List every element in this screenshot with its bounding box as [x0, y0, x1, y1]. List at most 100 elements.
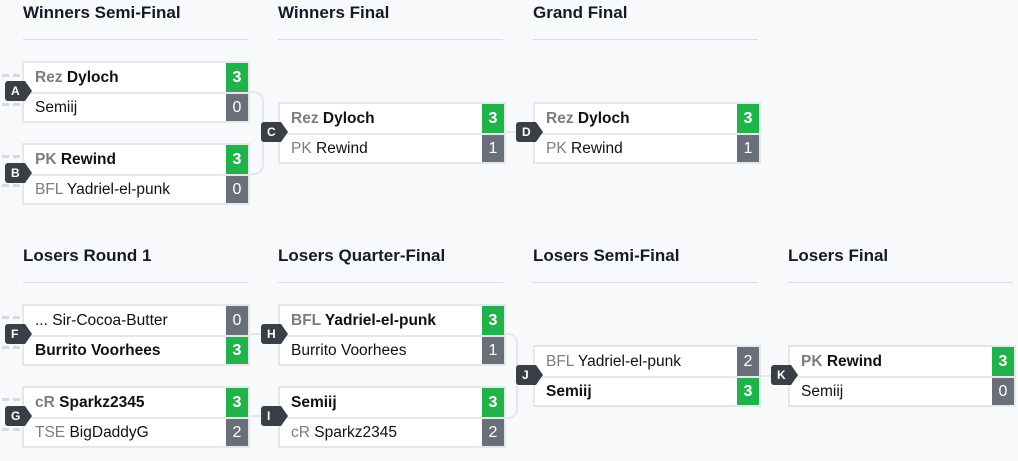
- match-j[interactable]: BFL Yadriel-el-punk 2 Semiij 3: [533, 345, 761, 407]
- score-badge: 2: [737, 347, 759, 376]
- divider: [533, 282, 758, 283]
- match-label-c: C: [261, 122, 288, 142]
- player-name: Semiij: [35, 98, 78, 116]
- player-name: Semiij: [801, 382, 844, 400]
- divider: [533, 39, 758, 40]
- player-name: cR Sparkz2345: [35, 393, 145, 411]
- match-a[interactable]: Rez Dyloch 3 Semiij 0: [22, 61, 250, 123]
- match-slot[interactable]: PK Rewind 3: [24, 145, 248, 174]
- score-badge: 0: [226, 306, 248, 335]
- divider: [23, 282, 248, 283]
- match-slot[interactable]: Semiij 3: [535, 376, 759, 405]
- round-title-losers-semi-final: Losers Semi-Final: [533, 246, 680, 265]
- player-name: Rez Dyloch: [546, 109, 630, 127]
- match-slot[interactable]: cR Sparkz2345 3: [24, 388, 248, 417]
- score-badge: 3: [482, 104, 504, 133]
- score-badge: 3: [482, 388, 504, 417]
- match-c[interactable]: Rez Dyloch 3 PK Rewind 1: [278, 102, 506, 164]
- incoming-connector: [2, 316, 22, 319]
- player-name: TSE BigDaddyG: [35, 423, 149, 441]
- player-name: PK Rewind: [291, 139, 368, 157]
- match-slot[interactable]: Burrito Voorhees 3: [24, 335, 248, 364]
- score-badge: 1: [737, 135, 759, 162]
- divider: [278, 39, 503, 40]
- score-badge: 0: [992, 378, 1014, 405]
- player-name: BFL Yadriel-el-punk: [291, 311, 437, 329]
- divider: [278, 282, 503, 283]
- match-slot[interactable]: BFL Yadriel-el-punk 2: [535, 347, 759, 376]
- player-name: Semiij: [546, 382, 592, 400]
- match-slot[interactable]: Burrito Voorhees 1: [280, 335, 504, 364]
- match-label-k: K: [771, 365, 798, 385]
- match-slot[interactable]: ... Sir-Cocoa-Butter 0: [24, 306, 248, 335]
- match-slot[interactable]: BFL Yadriel-el-punk 3: [280, 306, 504, 335]
- match-label-b: B: [5, 163, 32, 183]
- incoming-connector: [2, 155, 22, 158]
- player-name: Rez Dyloch: [291, 109, 375, 127]
- player-name: Burrito Voorhees: [291, 341, 407, 359]
- match-slot[interactable]: Rez Dyloch 3: [280, 104, 504, 133]
- score-badge: 2: [226, 419, 248, 446]
- match-slot[interactable]: PK Rewind 1: [535, 133, 759, 162]
- divider: [788, 282, 1013, 283]
- match-label-h: H: [261, 324, 288, 344]
- round-title-winners-final: Winners Final: [278, 3, 390, 22]
- player-name: PK Rewind: [801, 352, 882, 370]
- player-name: BFL Yadriel-el-punk: [35, 180, 170, 198]
- match-label-i: I: [261, 406, 288, 426]
- player-name: ... Sir-Cocoa-Butter: [35, 311, 168, 329]
- score-badge: 3: [226, 388, 248, 417]
- player-name: Semiij: [291, 393, 337, 411]
- incoming-connector: [2, 74, 22, 77]
- player-name: BFL Yadriel-el-punk: [546, 352, 681, 370]
- score-badge: 1: [482, 135, 504, 162]
- match-label-f: F: [5, 324, 32, 344]
- player-name: cR Sparkz2345: [291, 423, 397, 441]
- divider: [23, 39, 248, 40]
- match-slot[interactable]: Semiij 0: [24, 92, 248, 121]
- incoming-connector: [2, 428, 22, 431]
- incoming-connector: [2, 184, 22, 187]
- round-title-losers-quarter-final: Losers Quarter-Final: [278, 246, 446, 265]
- player-name: PK Rewind: [35, 150, 116, 168]
- match-slot[interactable]: TSE BigDaddyG 2: [24, 417, 248, 446]
- score-badge: 1: [482, 337, 504, 364]
- round-title-grand-final: Grand Final: [533, 3, 628, 22]
- match-slot[interactable]: BFL Yadriel-el-punk 0: [24, 174, 248, 203]
- match-slot[interactable]: Semiij 3: [280, 388, 504, 417]
- score-badge: 0: [226, 176, 248, 203]
- incoming-connector: [2, 346, 22, 349]
- player-name: PK Rewind: [546, 139, 623, 157]
- round-title-winners-semi-final: Winners Semi-Final: [23, 3, 181, 22]
- score-badge: 0: [226, 94, 248, 121]
- match-i[interactable]: Semiij 3 cR Sparkz2345 2: [278, 386, 506, 448]
- score-badge: 3: [737, 104, 759, 133]
- match-d[interactable]: Rez Dyloch 3 PK Rewind 1: [533, 102, 761, 164]
- match-label-a: A: [5, 81, 32, 101]
- match-b[interactable]: PK Rewind 3 BFL Yadriel-el-punk 0: [22, 143, 250, 205]
- score-badge: 3: [482, 306, 504, 335]
- incoming-connector: [2, 398, 22, 401]
- match-g[interactable]: cR Sparkz2345 3 TSE BigDaddyG 2: [22, 386, 250, 448]
- match-slot[interactable]: PK Rewind 1: [280, 133, 504, 162]
- match-label-d: D: [516, 122, 543, 142]
- round-title-losers-round-1: Losers Round 1: [23, 246, 152, 265]
- player-name: Burrito Voorhees: [35, 341, 161, 359]
- match-slot[interactable]: Rez Dyloch 3: [535, 104, 759, 133]
- score-badge: 2: [482, 419, 504, 446]
- incoming-connector: [2, 103, 22, 106]
- match-h[interactable]: BFL Yadriel-el-punk 3 Burrito Voorhees 1: [278, 304, 506, 366]
- match-label-j: J: [516, 365, 543, 385]
- score-badge: 3: [992, 347, 1014, 376]
- match-label-g: G: [5, 406, 32, 426]
- match-slot[interactable]: Semiij 0: [790, 376, 1014, 405]
- player-name: Rez Dyloch: [35, 68, 119, 86]
- match-slot[interactable]: cR Sparkz2345 2: [280, 417, 504, 446]
- score-badge: 3: [226, 337, 248, 364]
- match-slot[interactable]: Rez Dyloch 3: [24, 63, 248, 92]
- round-title-losers-final: Losers Final: [788, 246, 889, 265]
- match-slot[interactable]: PK Rewind 3: [790, 347, 1014, 376]
- match-k[interactable]: PK Rewind 3 Semiij 0: [788, 345, 1016, 407]
- score-badge: 3: [226, 145, 248, 174]
- match-f[interactable]: ... Sir-Cocoa-Butter 0 Burrito Voorhees …: [22, 304, 250, 366]
